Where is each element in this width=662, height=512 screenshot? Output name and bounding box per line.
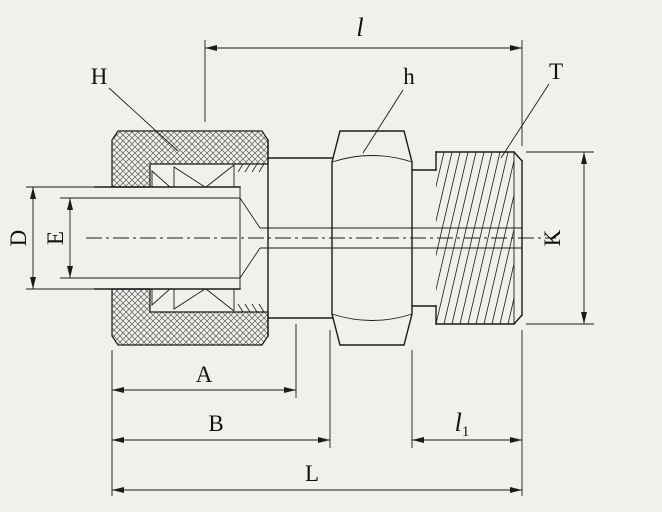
dim-label-h: h <box>403 64 415 89</box>
end-chamfer-bottom <box>513 314 523 325</box>
bore-cone-top <box>239 197 261 229</box>
body-seat-cone-bottom <box>205 288 235 312</box>
thread-helix-lines <box>436 152 514 324</box>
nut-hatch-top <box>111 130 269 188</box>
leader-line-T <box>500 83 550 159</box>
hex-chamfer-arc-bottom <box>331 313 413 321</box>
body-seat-cone-top <box>205 164 235 188</box>
ferrules <box>151 163 265 313</box>
nut-thread-ticks <box>237 163 265 313</box>
male-thread <box>435 151 523 325</box>
dimensions: l H h T D E K A B l1 L <box>6 13 594 496</box>
dim-label-L: L <box>305 461 319 486</box>
dim-label-A: A <box>196 362 213 387</box>
nut-hatch-bottom <box>111 288 269 346</box>
hex-chamfer-arc-top <box>331 155 413 163</box>
dim-label-l: l <box>356 13 363 42</box>
leader-line-h <box>362 89 404 154</box>
back-ferrule-top <box>151 169 172 188</box>
fitting-body <box>267 130 437 346</box>
dim-label-K: K <box>540 229 565 246</box>
leader-line-H <box>108 87 179 152</box>
bore-cone-bottom <box>239 247 261 279</box>
internal-bore <box>239 197 522 279</box>
dim-label-E: E <box>43 231 68 245</box>
dim-label-D: D <box>6 230 31 247</box>
dim-label-T: T <box>549 59 563 84</box>
dim-label-H: H <box>91 64 108 89</box>
back-ferrule-bottom <box>151 288 172 307</box>
dim-label-B: B <box>208 411 223 436</box>
dim-label-l1: l1 <box>455 408 470 440</box>
end-chamfer-top <box>513 151 523 162</box>
front-ferrule-top <box>173 166 207 188</box>
front-ferrule-bottom <box>173 288 207 310</box>
